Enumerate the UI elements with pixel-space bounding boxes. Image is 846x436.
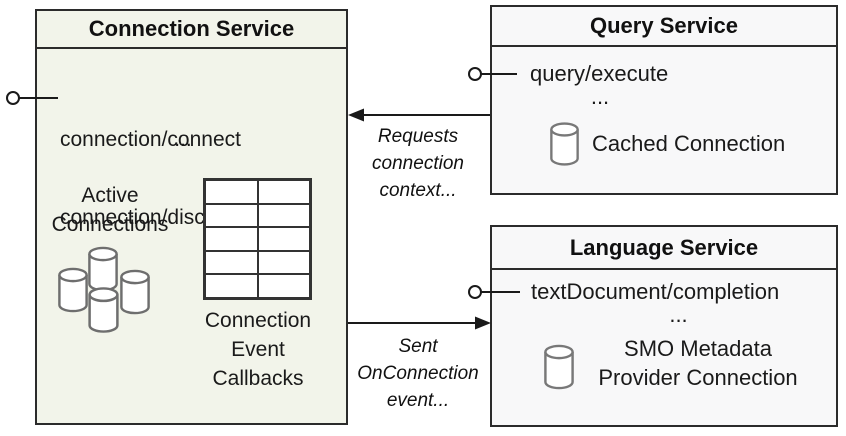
database-icon [120, 269, 150, 315]
connection-methods-ellipsis: ... [174, 128, 192, 151]
table-cell [257, 250, 310, 275]
active-connections-cluster [55, 243, 159, 338]
requests-connection-context-label: Requests connection context... [372, 126, 464, 201]
cached-connection-label: Cached Connection [592, 131, 786, 156]
database-icon [550, 122, 579, 166]
table-cell [257, 227, 310, 251]
method-connection-connect: connection/connect [60, 128, 241, 151]
table-cell [205, 250, 258, 275]
onconnection-event-arrow [348, 316, 491, 330]
method-query-execute: query/execute [530, 61, 669, 86]
table-cell [257, 180, 310, 204]
language-methods-ellipsis: ... [669, 302, 688, 327]
query-methods-ellipsis: ... [590, 84, 610, 109]
database-icon [544, 344, 574, 390]
sent-onconnection-event-label: Sent OnConnection event... [357, 336, 479, 411]
connection-service-box: Connection Service connection/connect co… [35, 9, 348, 425]
table-cell [205, 227, 258, 251]
language-service-box: Language Service textDocument/completion… [490, 225, 838, 427]
database-icon [88, 287, 119, 333]
connection-service-title: Connection Service [37, 11, 346, 49]
table-cell [205, 203, 258, 228]
active-connections-label: Active Connections [51, 184, 169, 236]
connection-event-callbacks-label: Connection Event Callbacks [204, 309, 312, 390]
table-cell [205, 180, 258, 204]
query-service-title: Query Service [492, 7, 836, 47]
query-service-box: Query Service query/execute ... Cached C… [490, 5, 838, 195]
table-cell [257, 203, 310, 228]
table-cell [257, 274, 310, 298]
requests-context-arrow [348, 108, 490, 122]
smo-metadata-connection-label: SMO Metadata Provider Connection [598, 336, 798, 390]
database-icon [58, 267, 88, 313]
connection-callbacks-table [203, 178, 312, 300]
method-textdocument-completion: textDocument/completion [531, 279, 780, 304]
table-cell [205, 274, 258, 298]
database-icon [88, 246, 118, 292]
language-service-title: Language Service [492, 227, 836, 270]
